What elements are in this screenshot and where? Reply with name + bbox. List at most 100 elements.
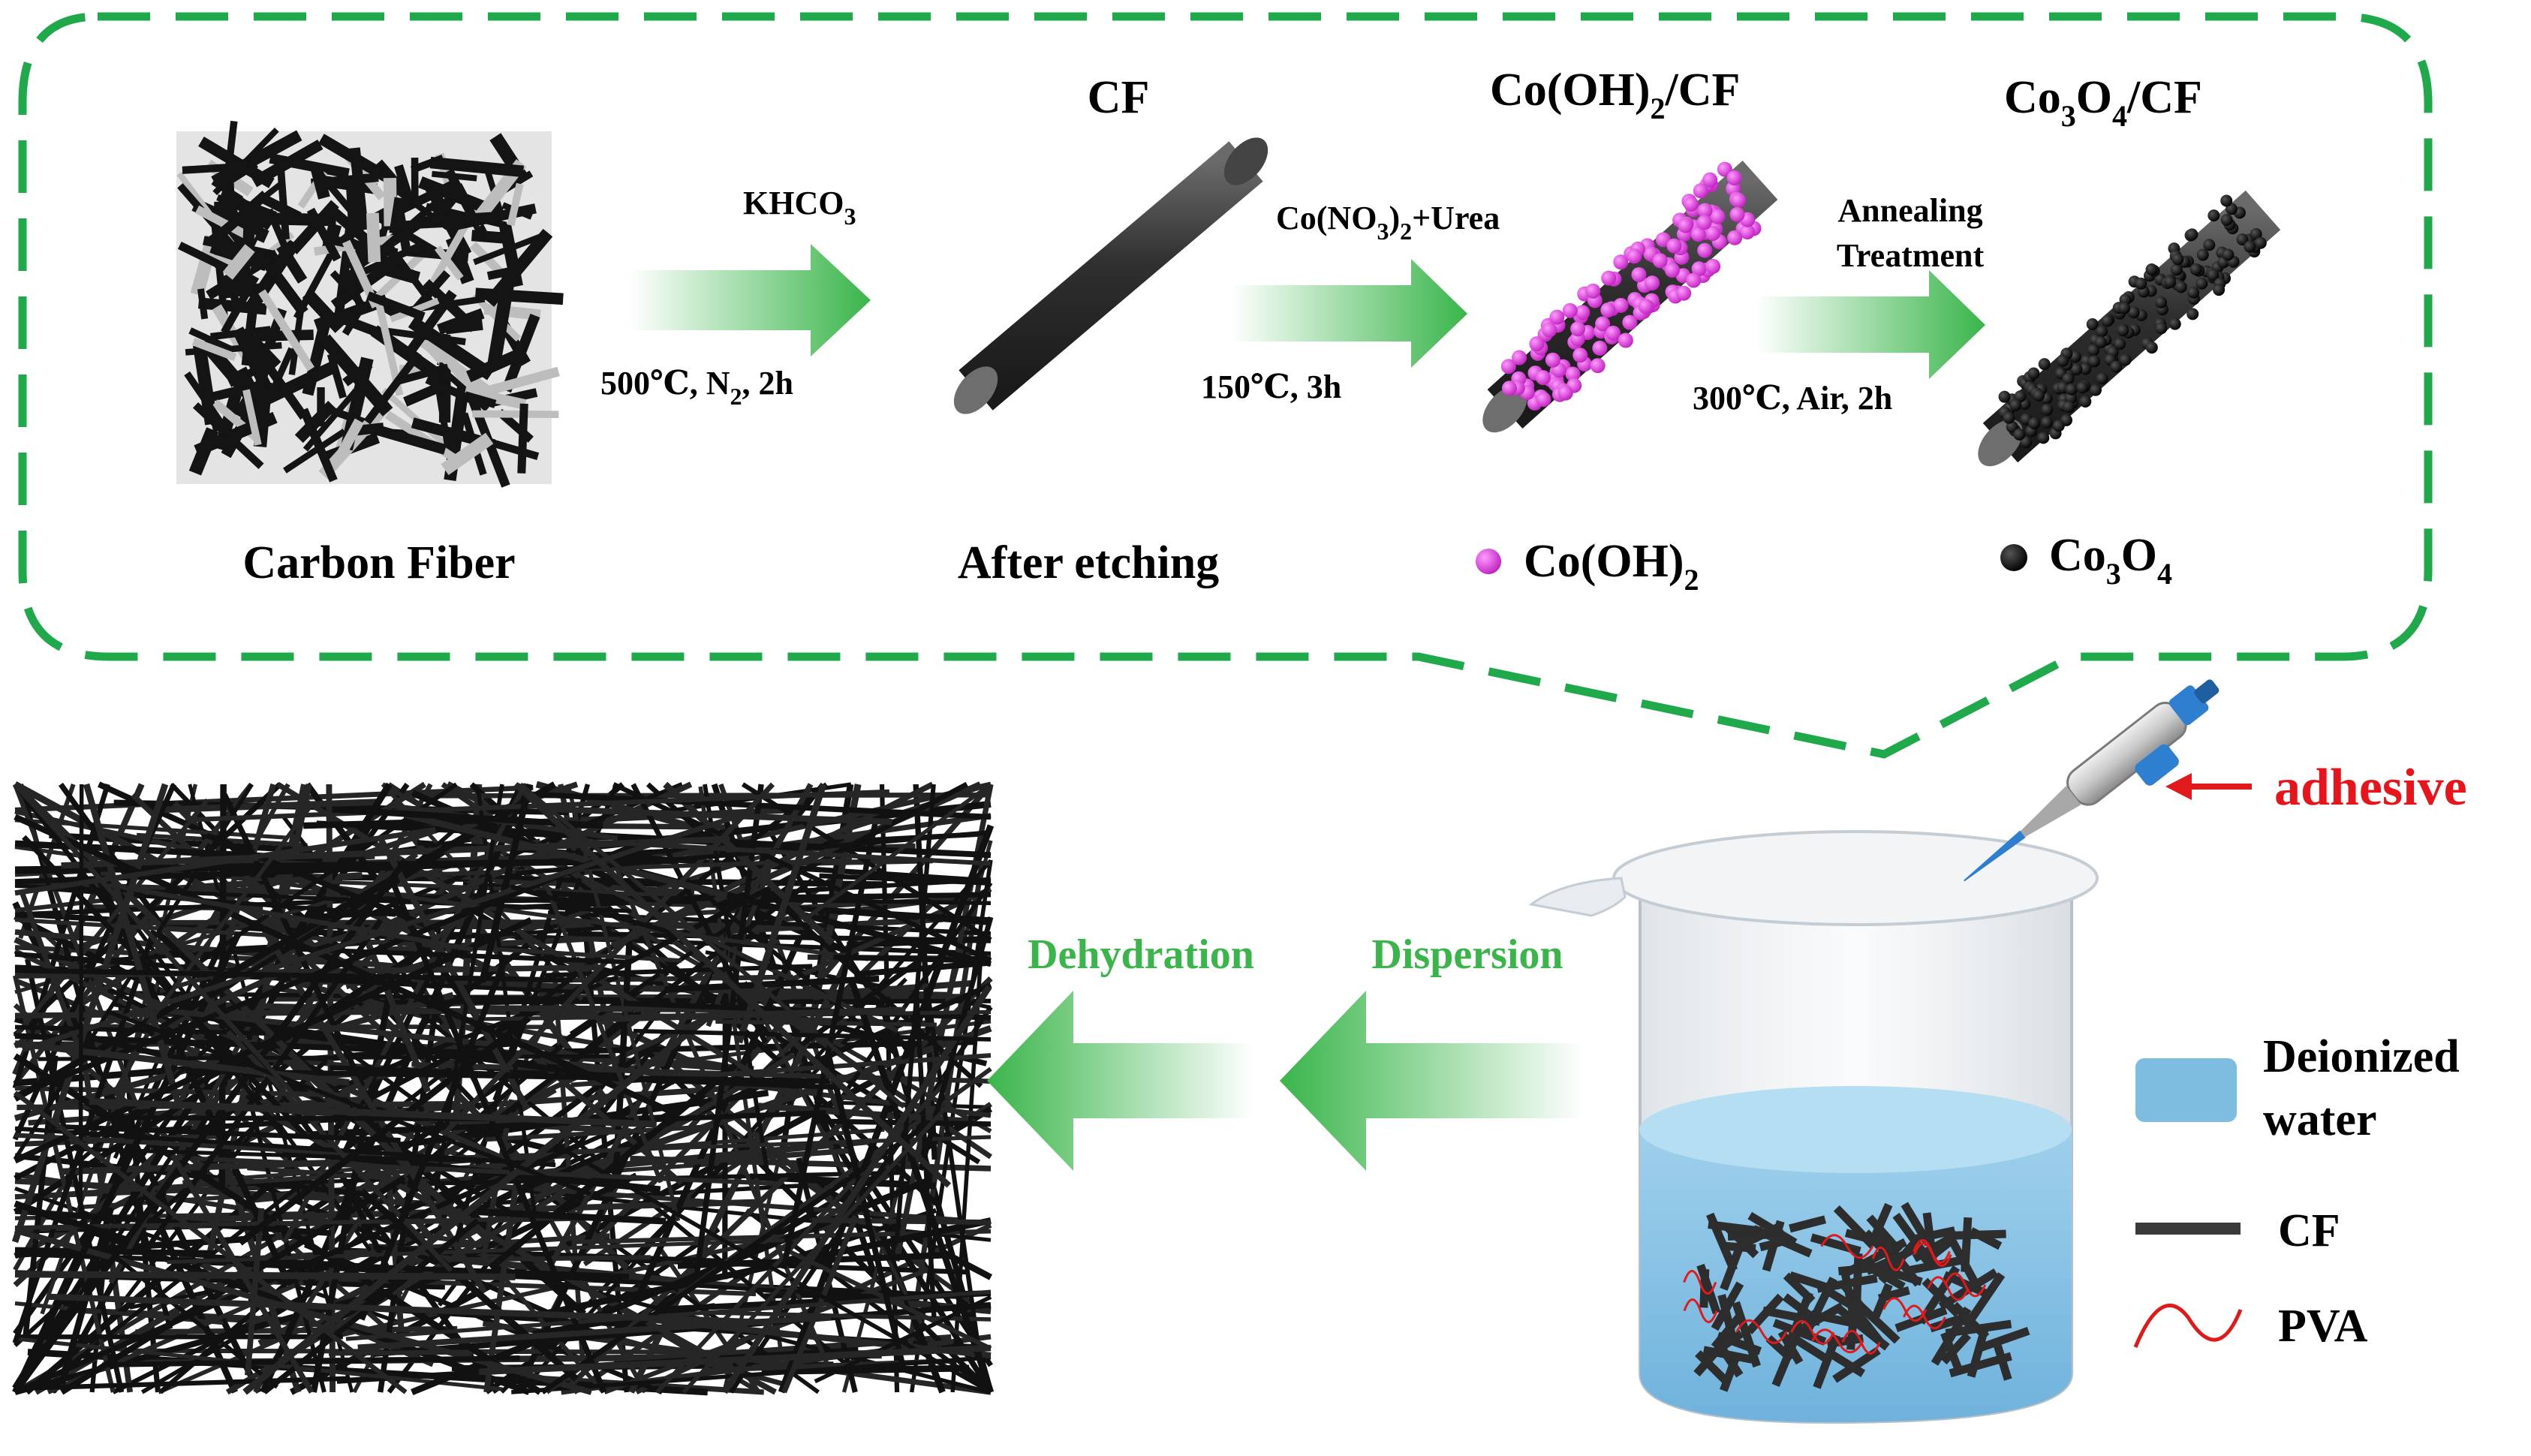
dashed-callout-border (18, 12, 2433, 759)
pva-chain (1913, 1242, 1952, 1268)
mat-fiber-strand (736, 783, 827, 1044)
cooh-particle (1690, 227, 1706, 242)
mat-fiber-strand (826, 1056, 907, 1370)
beaker-fiber (1845, 1238, 1908, 1277)
mat-fiber-strand (14, 917, 533, 1164)
mat-fiber-strand (115, 883, 474, 952)
mat-fiber-strand (14, 967, 573, 983)
photo-fiber-strand (322, 233, 399, 258)
mat-fiber-strand (205, 832, 442, 934)
step1-condition: 500℃, N2, 2h (600, 365, 793, 410)
cooh-particle (1664, 262, 1680, 278)
beaker-fiber (1843, 1297, 1884, 1345)
mat-fiber-strand (188, 784, 354, 1393)
mat-fiber-strand (105, 1009, 591, 1196)
step2-condition: 150℃, 3h (1201, 369, 1341, 405)
photo-fiber-strand (313, 167, 362, 222)
photo-fiber-strand (420, 338, 489, 393)
co3o4-particle (2220, 194, 2233, 207)
cooh-particle (1627, 248, 1642, 264)
photo-fiber-strand (342, 301, 368, 336)
co3o4-particle (2096, 372, 2108, 385)
carbon-fiber-photo (176, 120, 564, 488)
mat-fiber-strand (682, 1100, 953, 1394)
pva-chain (1790, 1319, 1835, 1345)
mat-fiber-strand (173, 1155, 779, 1187)
pva-chain (1811, 1328, 1864, 1354)
mat-fiber-strand (511, 1355, 992, 1394)
photo-fiber-strand (342, 360, 373, 387)
cooh-particle (1678, 218, 1693, 233)
co3o4-particle (2065, 383, 2078, 396)
photo-fiber-strand (475, 287, 564, 305)
mat-fiber-strand (478, 1344, 992, 1376)
step2-arrow (1231, 259, 1467, 368)
mat-fiber-strand (328, 884, 869, 961)
beaker (1528, 830, 2099, 1424)
photo-fiber-strand (294, 401, 337, 444)
mat-fiber-strand (330, 1065, 841, 1090)
co3o4-particle (2171, 253, 2184, 266)
beaker-fiber (1867, 1263, 1906, 1291)
mat-fiber-strand (48, 1293, 767, 1325)
legend-water-line2: water (2263, 1094, 2376, 1145)
mat-fiber-strand (848, 979, 995, 1394)
beaker-fiber (1852, 1253, 1863, 1302)
cooh-particle (1727, 230, 1743, 245)
beaker-fiber (1699, 1268, 1710, 1308)
photo-fiber-strand (363, 350, 423, 425)
beaker-fiber (1789, 1271, 1830, 1292)
cooh-particle (1638, 299, 1654, 314)
photo-fiber-strand (242, 389, 262, 446)
photo-fiber-strand (389, 197, 403, 234)
cooh-particle (1618, 332, 1633, 348)
photo-fiber-strand (221, 275, 260, 335)
co3o4-particle (2101, 314, 2114, 327)
cooh-particle (1590, 358, 1606, 374)
mat-fiber-strand (221, 793, 374, 1105)
mat-fiber-strand (715, 1019, 937, 1027)
beaker-fiber (1732, 1301, 1761, 1368)
photo-fiber-strand (211, 130, 302, 187)
co3o4-particle (2155, 322, 2168, 335)
photo-fiber-strand (395, 179, 457, 216)
photo-fiber-strand (182, 162, 248, 174)
co3o4-cf-title: Co3O4/CF (2004, 72, 2202, 133)
co3o4-particle (2222, 248, 2235, 261)
mat-fiber-strand (403, 811, 728, 899)
photo-fiber-strand (464, 386, 527, 410)
mat-fiber-strand (488, 1062, 738, 1271)
co3o4-particle (2119, 353, 2132, 366)
mat-fiber-strand (14, 1215, 612, 1230)
beaker-fiber (1871, 1283, 1893, 1318)
cooh-particle (1536, 392, 1551, 408)
pva-chain (1882, 1297, 1928, 1322)
photo-fiber-strand (472, 410, 559, 419)
co3o4-particle (2041, 403, 2054, 416)
cooh-particle (1585, 283, 1601, 299)
photo-fiber-strand (191, 338, 237, 362)
mat-fiber-strand (483, 1181, 844, 1206)
mat-fiber-strand (544, 964, 813, 978)
beaker-fiber (1913, 1226, 1956, 1244)
cooh-particle (1575, 305, 1591, 320)
beaker-fiber (1711, 1311, 1745, 1350)
cooh-particle (1601, 270, 1617, 286)
mat-fiber-strand (602, 1006, 906, 1023)
step2-reagent: Co(NO3)2+Urea (1276, 200, 1500, 245)
cooh-particle (1726, 170, 1742, 186)
co3o4-particle (2057, 354, 2069, 367)
co3o4-particle (2145, 341, 2158, 354)
cooh-particle (1691, 261, 1707, 277)
photo-fiber-strand (209, 326, 272, 341)
cooh-particle (1613, 254, 1629, 270)
co3o4-particle (2027, 367, 2040, 380)
co3o4-particle (2033, 389, 2045, 402)
cooh-particle (1606, 325, 1621, 341)
photo-fiber-strand (401, 290, 457, 362)
photo-fiber-strand (203, 236, 275, 260)
pva-chain (1903, 1304, 1946, 1330)
photo-fiber-strand (258, 289, 314, 372)
mat-fiber-strand (814, 1295, 992, 1384)
co3o4-particle (2087, 344, 2100, 356)
